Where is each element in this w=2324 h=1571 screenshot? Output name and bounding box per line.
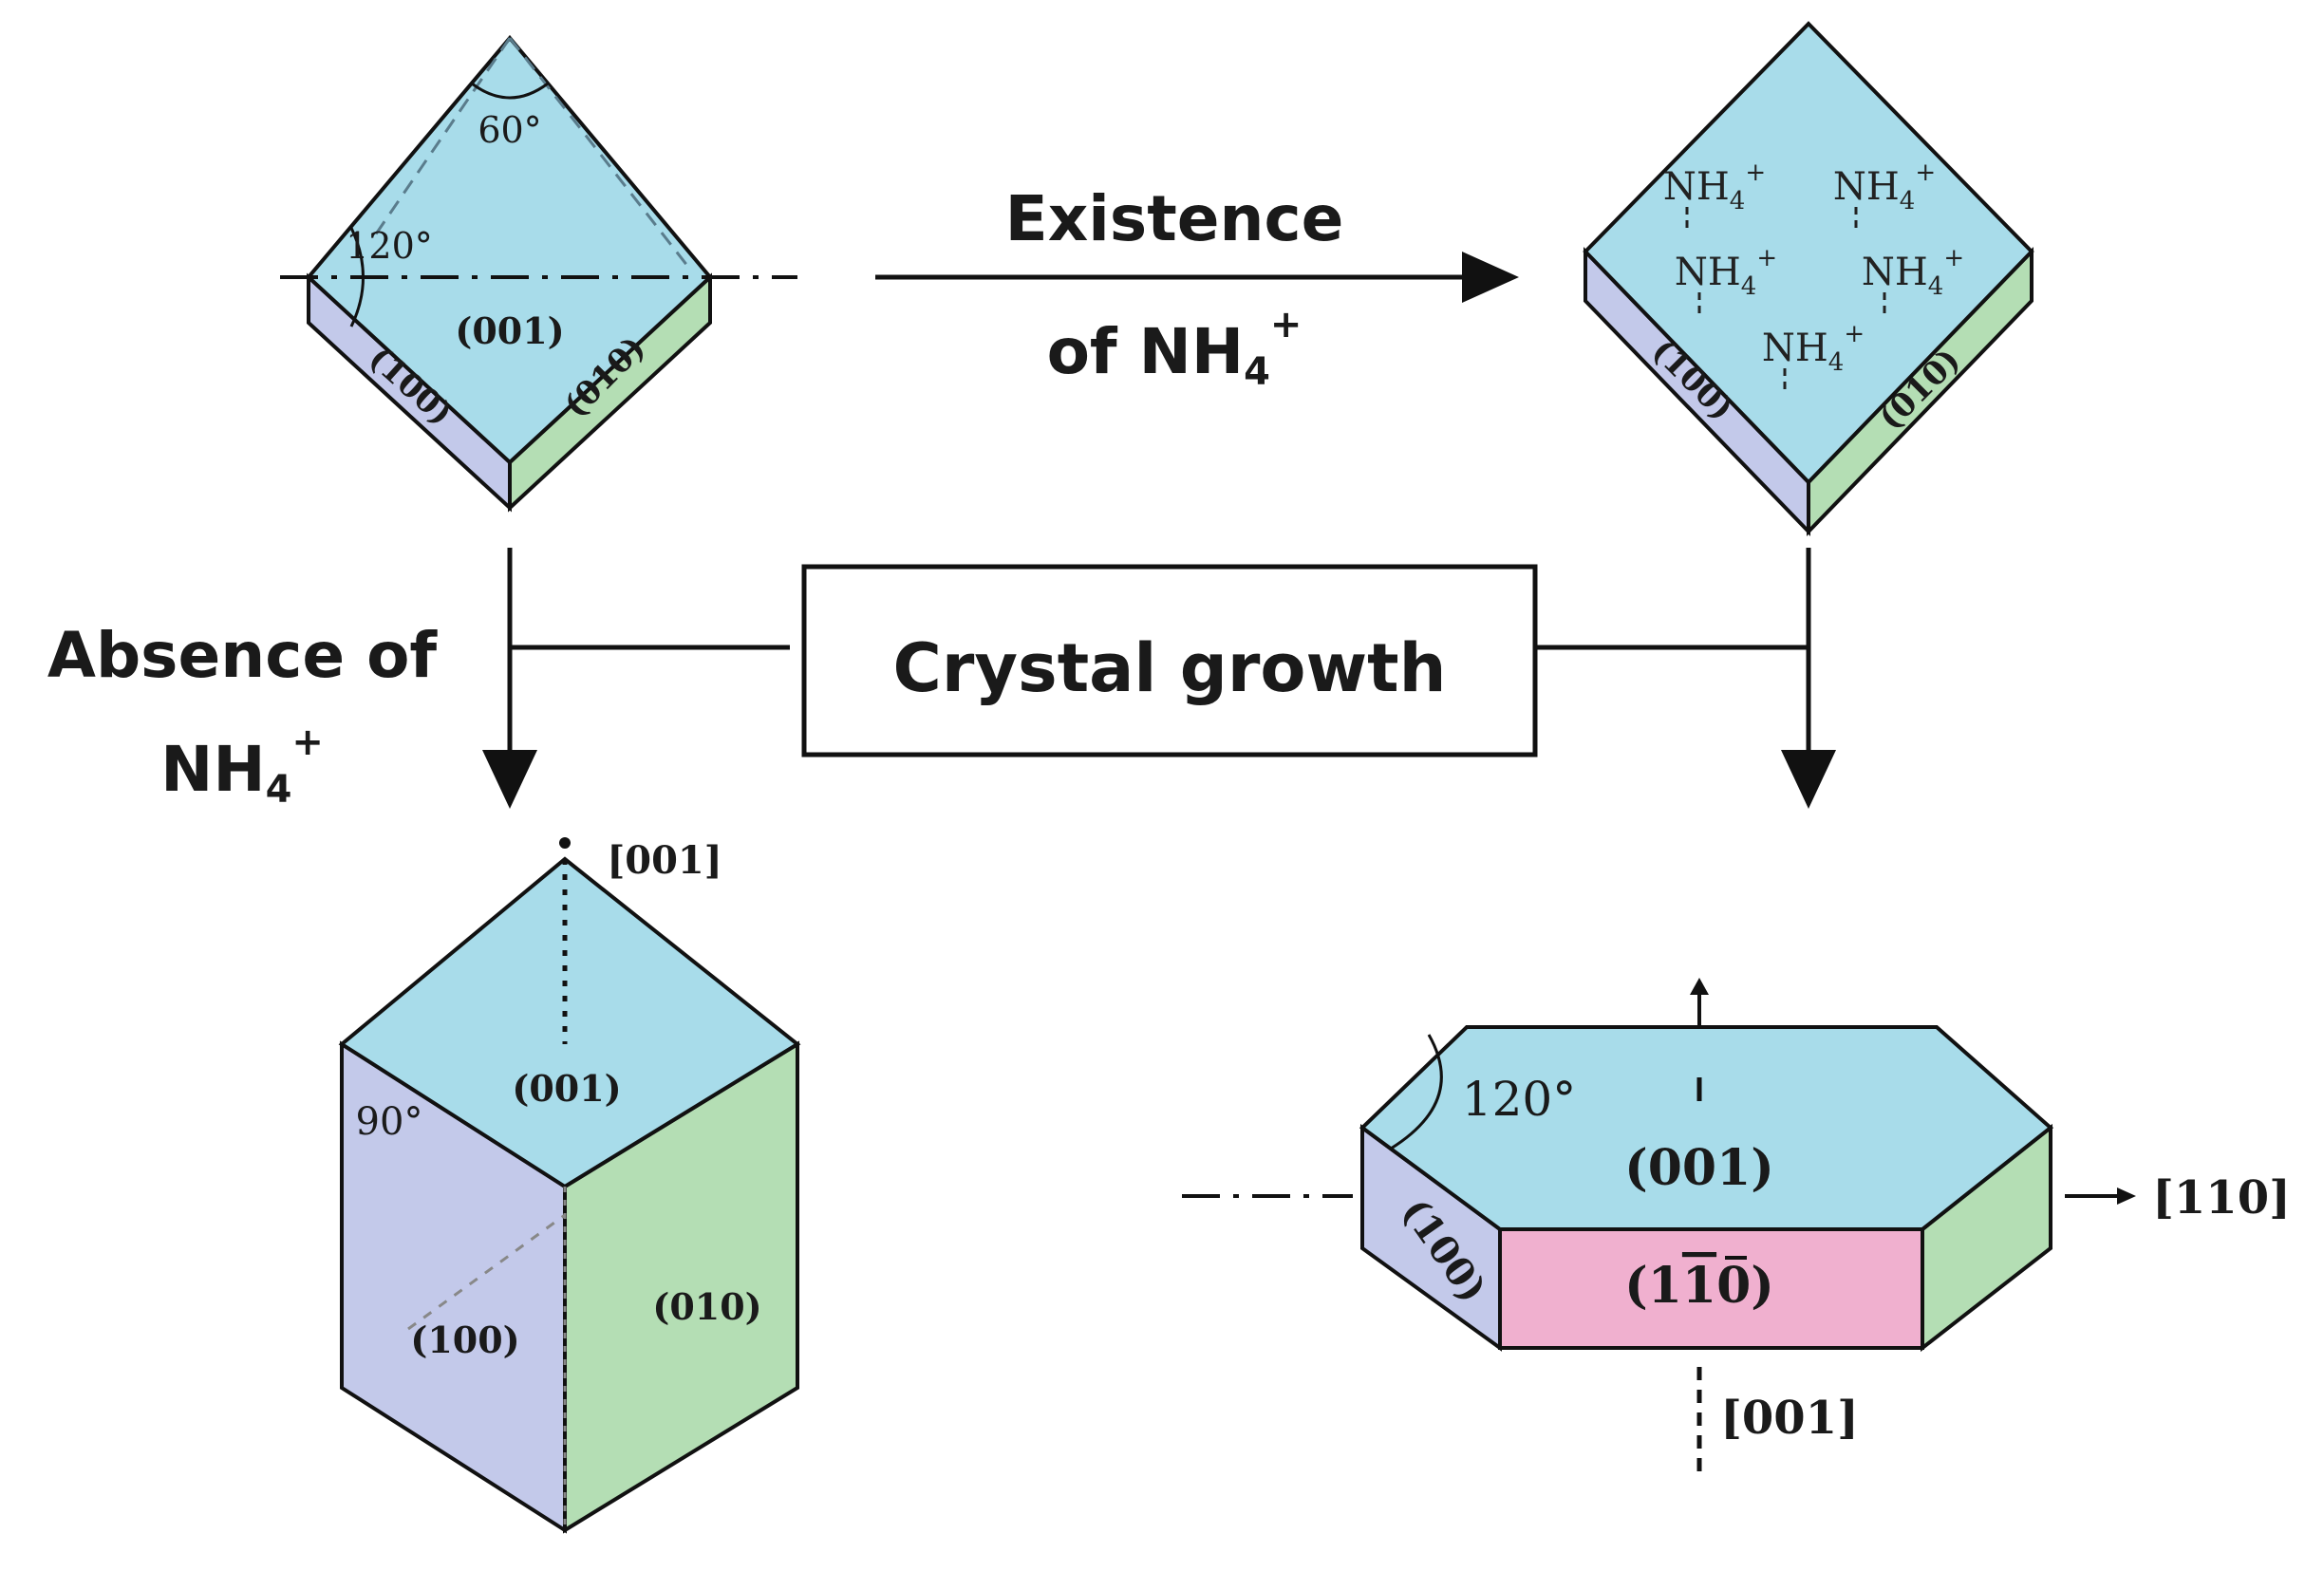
crystal-growth-box: [801, 564, 1538, 757]
right-down-head: [1781, 750, 1836, 809]
absence-nh4-sub: 4: [266, 768, 292, 812]
bl-axis-label: [001]: [607, 838, 722, 883]
angle-60-label: 60°: [478, 109, 541, 151]
crystal-bottom-left: [001] 90° (001) (100) (010): [338, 837, 801, 1534]
br-face-001: [1359, 1025, 2054, 1231]
ion-2: NH4+: [1833, 159, 1936, 215]
bl-axis-dot: [559, 837, 571, 849]
bl-angle-90: 90°: [356, 1100, 423, 1144]
top-arrow: Existence of NH4+: [875, 182, 1519, 394]
angle-arc-120: [349, 227, 365, 327]
br-axis-right-head: [2117, 1188, 2136, 1205]
absence-nh4-text: NH: [160, 733, 265, 806]
angle-120-label: 120°: [346, 225, 433, 267]
crystal-bottom-right: 120° (001) (100) (110) [110] [001]: [1182, 978, 2291, 1471]
ion-4: NH4+: [1862, 244, 1964, 301]
absence-nh4-label: NH4+: [160, 720, 324, 812]
growth-connectors: Crystal growth Absence of NH4+: [47, 548, 1836, 812]
bl-hidden-diag: [407, 1213, 566, 1331]
of-nh4-text: of NH: [1047, 315, 1245, 388]
ion-1: NH4+: [1663, 159, 1766, 215]
ion-5: NH4+: [1762, 320, 1865, 377]
crystal-top-right: NH4+ NH4+ NH4+ NH4+ NH4+ (100) (010): [1583, 21, 2034, 536]
absence-nh4-sup: +: [291, 720, 324, 764]
absence-of-label: Absence of: [47, 619, 439, 692]
bl-face-010-label: (010): [652, 1285, 761, 1328]
top-right-face-001: [1583, 21, 2034, 485]
of-nh4-sub: 4: [1244, 350, 1270, 394]
of-nh4-label: of NH4+: [1047, 303, 1303, 394]
top-left-face-001: [306, 34, 713, 465]
crystal-top-left: 60° 120° (001) (100) (010): [280, 34, 797, 513]
br-axis-bottom-label: [001]: [1720, 1392, 1859, 1445]
top-arrow-head: [1462, 252, 1519, 303]
bl-face-100-label: (100): [410, 1319, 519, 1361]
of-nh4-sup: +: [1270, 303, 1303, 346]
br-angle-arc: [1390, 1034, 1443, 1150]
ion-3: NH4+: [1675, 244, 1777, 301]
br-angle-label: 120°: [1462, 1072, 1576, 1127]
br-face-001-label: (001): [1624, 1139, 1774, 1197]
left-down-head: [482, 750, 537, 809]
br-face-110-label: (110): [1624, 1257, 1774, 1315]
angle-arc-60: [471, 82, 549, 100]
bl-face-001-label: (001): [512, 1067, 621, 1110]
top-left-hidden-edge-1: [373, 37, 512, 236]
face-001-label: (001): [455, 309, 564, 352]
crystal-growth-label: Crystal growth: [893, 629, 1447, 707]
existence-label: Existence: [1005, 182, 1344, 255]
br-axis-top-head: [1690, 978, 1709, 995]
br-axis-right-label: [110]: [2152, 1171, 2291, 1225]
ammonium-ions: NH4+ NH4+ NH4+ NH4+ NH4+: [1663, 159, 1964, 394]
